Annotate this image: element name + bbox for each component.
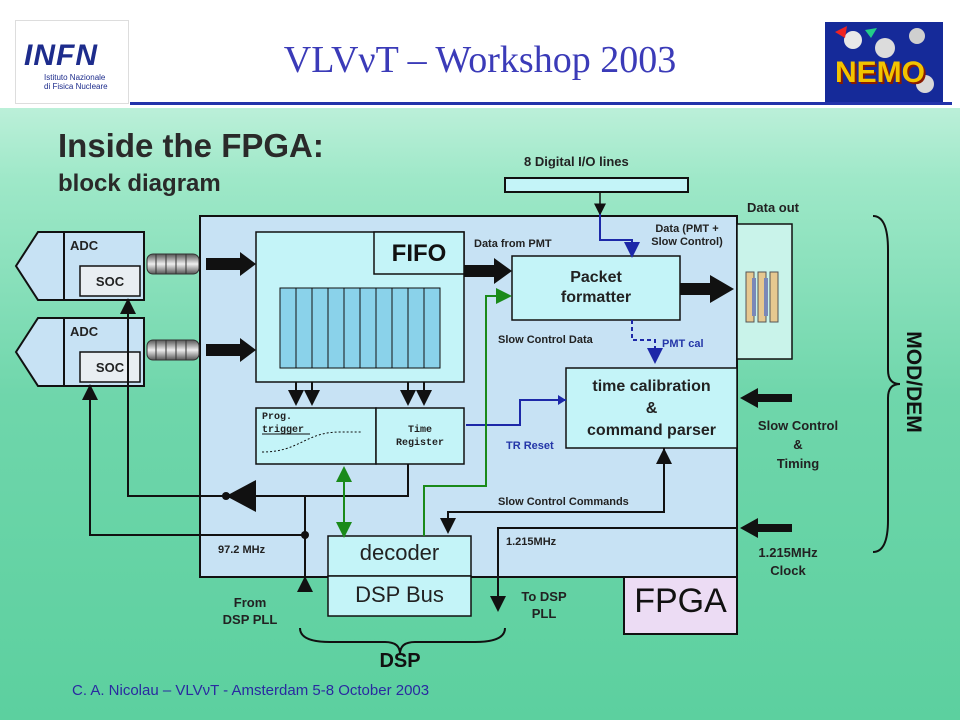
tr-reset-label: TR Reset — [506, 440, 554, 452]
slow-control-data-label: Slow Control Data — [498, 334, 593, 346]
infn-logo-text: INFN — [24, 39, 98, 72]
packet-to-dataout-arrow — [680, 275, 734, 303]
infn-subtitle-line1: Istituto Nazionale — [44, 73, 106, 82]
packet-formatter-line2: formatter — [560, 289, 632, 306]
to-dsp-pll-line1: To DSP — [521, 589, 567, 604]
slide-title: Inside the FPGA: — [58, 127, 324, 164]
fpga-label-box — [623, 576, 738, 635]
fifo-cells — [279, 287, 441, 369]
fifo-input-arrow-1 — [206, 252, 256, 276]
slow-control-timing-line1: Slow Control — [757, 418, 839, 433]
clock-line1: 1.215MHz — [758, 545, 818, 560]
header-bar — [0, 0, 960, 108]
clock-in-arrow — [740, 518, 792, 538]
to-dsp-pll-label: To DSP PLL — [504, 588, 584, 622]
mod-dem-label: MOD/DEM — [902, 331, 925, 433]
slide-footer: C. A. Nicolau – VLVνT - Amsterdam 5-8 Oc… — [72, 682, 430, 699]
prog-trigger-label: Prog. trigger — [262, 411, 304, 437]
decoder-to-packet-wire — [423, 288, 512, 536]
adc-bus-1 — [146, 253, 200, 275]
adc-block-1 — [14, 231, 145, 301]
tr-reset-wire — [466, 399, 566, 426]
clock-line2: Clock — [770, 563, 806, 578]
nemo-logo-art — [835, 26, 934, 93]
data-pmt-slow-label: Data (PMT + Slow Control) — [632, 223, 742, 249]
packet-formatter-label: Packet formatter — [512, 268, 680, 308]
nemo-logo-text: NEMO — [835, 56, 925, 89]
dsp-bus-box — [327, 575, 472, 617]
fifo-label: FIFO — [391, 240, 447, 267]
fifo-label-box — [373, 231, 465, 275]
adc-block-2 — [14, 317, 145, 387]
pmt-cal-label: PMT cal — [662, 338, 704, 350]
dsp-label: DSP — [379, 650, 421, 672]
infn-logo-subtitle: Istituto Nazionale di Fisica Nucleare — [44, 73, 108, 91]
time-register-line2: Register — [395, 438, 444, 449]
time-cal-box — [565, 367, 738, 449]
slow-control-commands-wire — [440, 448, 665, 534]
pmt-cal-wire — [631, 320, 663, 364]
prog-trigger-line2: trigger — [262, 425, 305, 436]
fifo-to-packet-arrow — [464, 258, 512, 284]
to-dsp-pll-line2: PLL — [531, 606, 557, 621]
dsp-brace — [299, 627, 506, 655]
soc-label-2: SOC — [95, 360, 125, 375]
freq-1215-label: 1.215MHz — [506, 536, 557, 548]
packet-formatter-box — [511, 255, 681, 321]
soc-clock-wire-2 — [82, 384, 305, 536]
data-out-connector — [745, 271, 779, 323]
slow-control-timing-label: Slow Control & Timing — [738, 416, 858, 473]
fifo-input-arrow-2 — [206, 338, 256, 362]
slow-control-in-arrow — [740, 388, 792, 408]
slow-control-commands-label: Slow Control Commands — [498, 496, 629, 508]
infn-logo: INFN Istituto Nazionale di Fisica Nuclea… — [15, 20, 129, 104]
from-dsp-pll-label: From DSP PLL — [210, 594, 290, 628]
workshop-title: VLVνT – Workshop 2003 — [283, 39, 677, 81]
trigger-waveform — [261, 431, 362, 453]
fpga-label: FPGA — [634, 582, 727, 620]
data-out-label: Data out — [747, 200, 799, 215]
from-dsp-pll-line2: DSP PLL — [222, 612, 278, 627]
data-from-pmt-label: Data from PMT — [474, 238, 552, 250]
clock-buffer — [226, 480, 256, 512]
decoder-label: decoder — [359, 540, 440, 565]
nemo-logo: NEMO — [825, 22, 943, 102]
soc-clock-wire-1 — [120, 298, 226, 497]
adc-label-1: ADC — [70, 238, 99, 253]
time-register-line1: Time — [407, 425, 432, 436]
clock-label: 1.215MHz Clock — [728, 544, 848, 580]
prog-trigger-line1: Prog. — [262, 412, 293, 423]
data-pmt-slow-line1: Data (PMT + — [655, 223, 719, 235]
slide-subtitle: block diagram — [58, 170, 221, 197]
io-wire — [599, 214, 640, 258]
data-pmt-slow-line2: Slow Control) — [651, 236, 723, 248]
time-cal-line3: command parser — [587, 422, 716, 439]
slow-control-timing-line2: & — [793, 437, 803, 452]
packet-formatter-line1: Packet — [570, 269, 622, 286]
dsp-bus-label: DSP Bus — [355, 582, 444, 607]
adc-label-2: ADC — [70, 324, 99, 339]
time-cal-line2: & — [645, 400, 658, 417]
digital-io-bar — [504, 177, 689, 193]
adc-bus-2 — [146, 339, 200, 361]
freq-97-label: 97.2 MHz — [218, 544, 266, 556]
slow-control-timing-line3: Timing — [776, 456, 820, 471]
from-dsp-pll-line1: From — [233, 595, 267, 610]
clock-in-wire — [490, 527, 737, 612]
time-register-box — [375, 407, 465, 465]
time-cal-label: time calibration & command parser — [566, 376, 737, 442]
mod-dem-brace — [872, 215, 901, 553]
time-register-label: Time Register — [376, 424, 464, 450]
soc-label-1: SOC — [95, 274, 125, 289]
time-cal-line1: time calibration — [592, 378, 711, 395]
header-divider — [130, 102, 952, 105]
digital-io-label: 8 Digital I/O lines — [524, 154, 629, 169]
infn-subtitle-line2: di Fisica Nucleare — [44, 82, 108, 91]
